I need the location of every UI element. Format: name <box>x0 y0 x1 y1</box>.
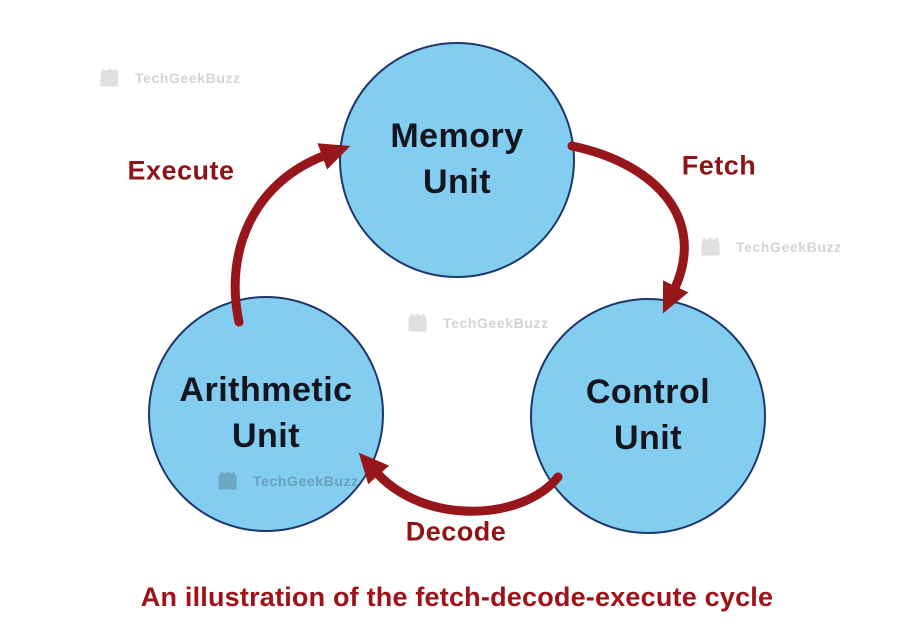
node-control-unit: Control Unit <box>530 298 766 534</box>
techgeekbuzz-logo-icon <box>404 309 431 336</box>
label-execute: Execute <box>127 155 235 186</box>
decode-arrow <box>358 452 563 516</box>
watermark: TechGeekBuzz <box>697 233 842 260</box>
node-memory-label-line2: Unit <box>422 163 492 201</box>
watermark-text: TechGeekBuzz <box>135 69 241 86</box>
watermark-text: TechGeekBuzz <box>736 238 842 255</box>
caption: An illustration of the fetch-decode-exec… <box>140 582 774 612</box>
watermark: TechGeekBuzz <box>96 64 241 91</box>
watermark: TechGeekBuzz <box>404 309 549 336</box>
techgeekbuzz-logo-icon <box>96 64 123 91</box>
node-arithmetic-unit: Arithmetic Unit <box>148 296 384 532</box>
node-arithmetic-label-line1: Arithmetic <box>179 371 353 410</box>
techgeekbuzz-logo-icon <box>697 233 724 260</box>
node-arithmetic-label-line2: Unit <box>231 417 301 455</box>
node-control-label-line2: Unit <box>613 419 683 457</box>
watermark-text: TechGeekBuzz <box>443 314 549 331</box>
fetch-arrow <box>567 141 689 314</box>
label-fetch: Fetch <box>681 150 757 181</box>
node-memory-label-line1: Memory <box>390 117 524 156</box>
node-control-label-line1: Control <box>585 373 711 412</box>
label-decode: Decode <box>405 516 507 547</box>
node-memory-unit: Memory Unit <box>339 42 575 278</box>
